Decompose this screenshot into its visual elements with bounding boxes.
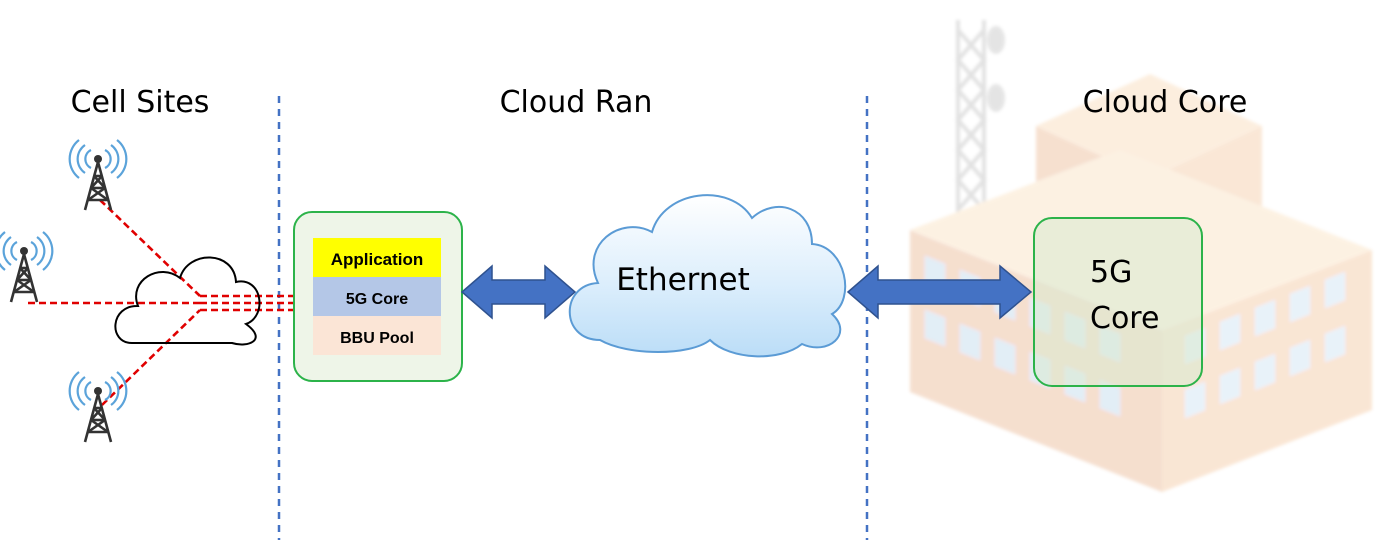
stack-5g-core (313, 277, 441, 316)
core-box-line2: Core (1090, 301, 1159, 336)
core-box-line1: 5G (1090, 255, 1132, 290)
stack-bbu-pool (313, 316, 441, 355)
double-arrow-icon (460, 264, 577, 320)
stack-application (313, 238, 441, 277)
cell-tower-icon (0, 231, 54, 303)
ethernet-label: Ethernet (616, 262, 750, 298)
stack-application-label: Application (331, 250, 424, 269)
stack-5g-core-label: 5G Core (346, 291, 408, 308)
cell-tower-icon (68, 139, 128, 211)
double-arrow-icon (846, 264, 1033, 320)
section-title-cell-sites: Cell Sites (71, 85, 210, 120)
section-title-cloud-ran: Cloud Ran (500, 85, 653, 120)
cell-tower-icon (68, 371, 128, 443)
stack-bbu-pool-label: BBU Pool (340, 330, 414, 347)
cloud-core-5g-box (1033, 217, 1203, 387)
section-title-cloud-core: Cloud Core (1083, 85, 1248, 120)
cell-site-links (28, 199, 315, 406)
ethernet-cloud-icon (568, 194, 847, 358)
cloud-icon (114, 256, 261, 346)
